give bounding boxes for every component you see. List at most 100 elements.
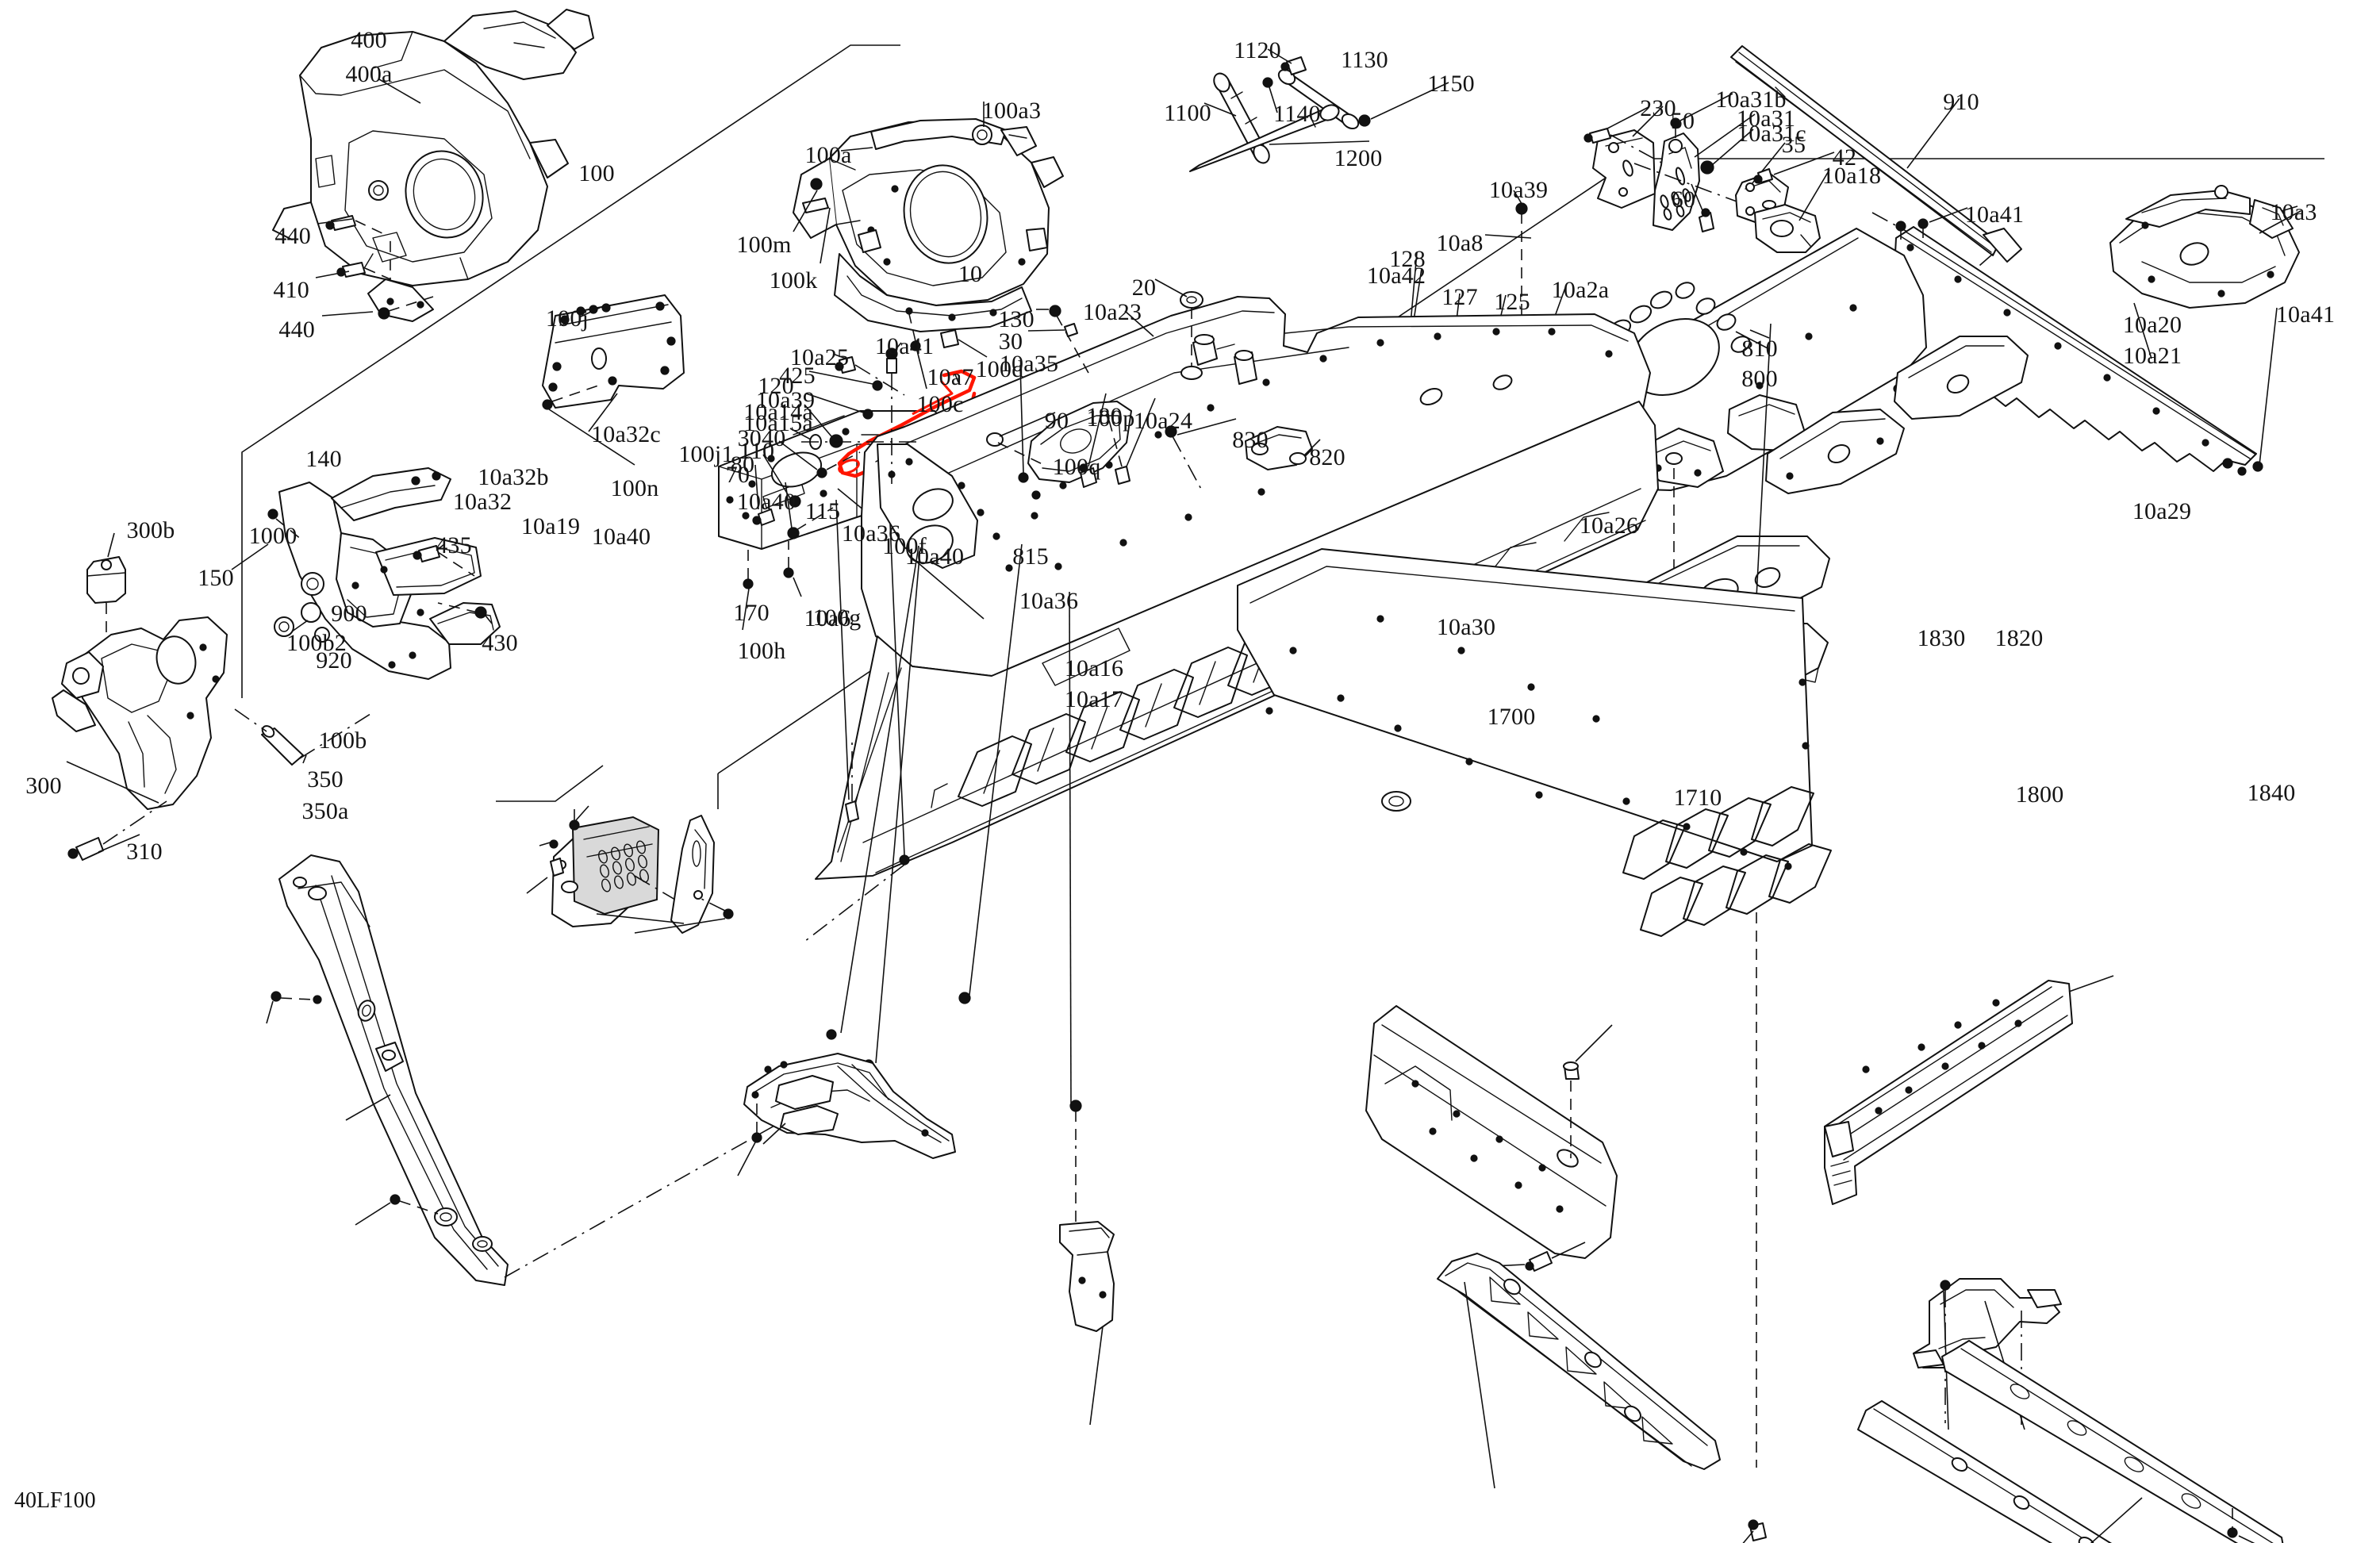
callout-435: 435	[436, 532, 472, 558]
callout-100: 100	[578, 160, 615, 186]
callout-230: 230	[1640, 95, 1676, 121]
callout-125: 125	[1494, 289, 1530, 315]
callout-170: 170	[733, 600, 770, 626]
callout-140: 140	[305, 446, 342, 472]
fasteners-mid-group	[826, 543, 1082, 1142]
callout-800: 800	[1741, 366, 1778, 392]
callout-10a21: 10a21	[2122, 343, 2182, 369]
part-1700-rail	[1437, 1253, 1767, 1543]
callout-3040: 3040	[737, 425, 786, 451]
callout-150: 150	[198, 565, 234, 591]
part-10a26-beam	[1365, 1005, 1618, 1272]
part-1820-clip	[1913, 1278, 2062, 1430]
callout-10a29: 10a29	[2132, 498, 2192, 524]
callout-440: 440	[278, 317, 315, 343]
callout-10a36: 10a36	[1019, 588, 1079, 614]
callout-80: 80	[730, 451, 755, 478]
part-1100-tie-rod	[1203, 72, 1270, 164]
callout-10a24: 10a24	[1133, 408, 1193, 434]
callout-10a3: 10a3	[2270, 199, 2317, 225]
callout-350: 350	[307, 766, 344, 793]
callout-910: 910	[1943, 89, 1979, 115]
callout-42: 42	[1832, 144, 1857, 171]
callout-815: 815	[1012, 543, 1049, 570]
callout-100j1: 100j1	[678, 441, 734, 467]
callout-820: 820	[1309, 444, 1345, 470]
callout-810: 810	[1741, 336, 1778, 362]
callout-10a19: 10a19	[520, 513, 581, 539]
part-900-rail	[266, 854, 802, 1286]
callout-920: 920	[316, 647, 352, 674]
callout-10a8: 10a8	[1436, 230, 1484, 256]
callout-10a32b: 10a32b	[478, 464, 549, 490]
callout-830: 830	[1232, 427, 1269, 453]
callout-100b2: 100b2	[286, 630, 347, 656]
callout-10a41: 10a41	[2275, 301, 2336, 328]
callout-60: 60	[1671, 186, 1696, 213]
callout-440: 440	[274, 223, 311, 249]
callout-10a36: 10a36	[841, 520, 901, 547]
sheet-code: 40LF100	[14, 1488, 96, 1513]
callout-50: 50	[1670, 108, 1695, 134]
part-1200-rod	[1189, 104, 1370, 172]
callout-100b: 100b	[318, 727, 367, 754]
callout-30: 30	[998, 328, 1023, 355]
callout-10a6: 10a6	[804, 605, 851, 631]
part-10a32-grill	[526, 805, 689, 927]
callout-90: 90	[1044, 408, 1069, 434]
callout-10a15a: 10a15a	[743, 410, 813, 436]
part-10a18-mount	[1754, 169, 1830, 253]
callout-20: 20	[1131, 274, 1157, 301]
part-910-rail	[1730, 45, 2022, 312]
callout-10a2a: 10a2a	[1551, 277, 1610, 303]
callout-10a41: 10a41	[874, 333, 935, 359]
callout-10a7: 10a7	[927, 364, 974, 390]
callout-10a16: 10a16	[1064, 655, 1124, 681]
callout-10a32c: 10a32c	[591, 421, 661, 447]
callout-127: 127	[1441, 284, 1478, 310]
callout-1200: 1200	[1334, 145, 1383, 171]
callout-180: 180	[1086, 403, 1123, 429]
callout-400a: 400a	[345, 61, 393, 87]
callout-10a40: 10a40	[904, 543, 965, 570]
callout-100a3: 100a3	[981, 98, 1042, 124]
callout-70: 70	[725, 462, 750, 488]
callout-10a17: 10a17	[1064, 686, 1124, 712]
part-300b-bushing	[86, 532, 126, 658]
callout-10a40: 10a40	[736, 489, 797, 515]
callout-400: 400	[351, 27, 387, 53]
part-100j-panel	[542, 294, 685, 466]
callout-1130: 1130	[1341, 47, 1388, 73]
callout-1700: 1700	[1487, 704, 1536, 730]
callout-110: 110	[739, 438, 775, 464]
callout-1710: 1710	[1673, 785, 1722, 811]
part-1800-rails	[1857, 1340, 2284, 1543]
callout-1820: 1820	[1994, 625, 2044, 651]
callout-100c: 100c	[916, 391, 964, 417]
callout-300b: 300b	[126, 517, 175, 543]
callout-100h: 100h	[737, 638, 786, 664]
callout-120: 120	[758, 373, 794, 399]
callout-100f: 100f	[882, 533, 927, 559]
part-10a29-channel	[1824, 975, 2114, 1205]
callout-115: 115	[804, 498, 841, 524]
callout-10a18: 10a18	[1821, 163, 1882, 189]
callout-100g: 100g	[812, 605, 862, 631]
part-10a6-bracket	[737, 1053, 956, 1176]
callout-10a20: 10a20	[2122, 312, 2182, 338]
callout-10a23: 10a23	[1082, 299, 1142, 325]
callout-10a40: 10a40	[591, 524, 651, 550]
part-350-pin	[234, 708, 374, 766]
part-50-plate	[1592, 106, 1664, 209]
part-300-knuckle	[52, 616, 228, 861]
part-10a31-bracket	[1633, 93, 1756, 231]
callout-100d: 100d	[975, 356, 1024, 382]
callout-1800: 1800	[2015, 781, 2064, 808]
callout-10a39: 10a39	[1488, 177, 1549, 203]
fasteners-tunnel-left-column	[752, 342, 920, 945]
fasteners-tunnel-front-group	[986, 278, 1321, 500]
callout-1100: 1100	[1164, 100, 1211, 126]
callout-128: 128	[1389, 246, 1426, 272]
